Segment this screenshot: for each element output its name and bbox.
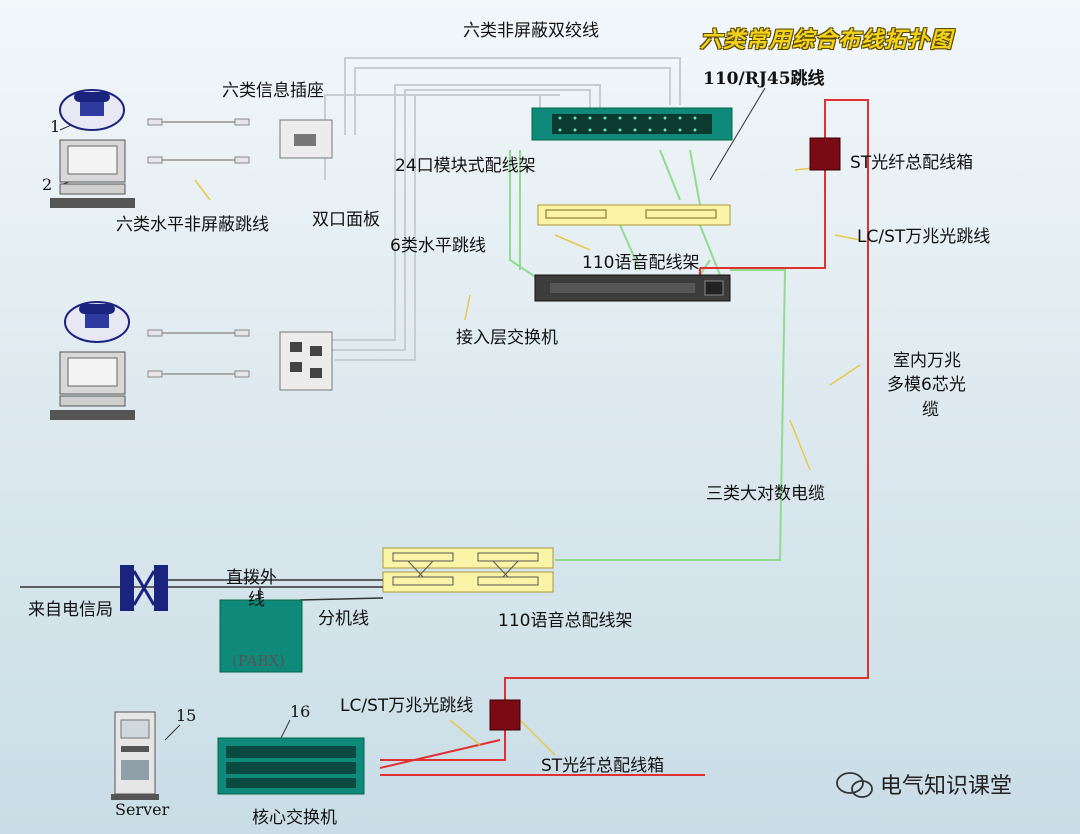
fiber-cables xyxy=(379,99,869,776)
core-switch xyxy=(217,737,365,795)
st-fiber-box-top xyxy=(809,137,841,171)
label-indoor-fiber-1: 室内万兆 xyxy=(893,351,961,371)
watermark-text: 电气知识课堂 xyxy=(880,774,1013,799)
label-indoor-fiber-3: 缆 xyxy=(922,400,939,420)
dual-faceplate xyxy=(279,331,333,391)
server-icon xyxy=(111,711,159,800)
telephone-icon xyxy=(64,301,130,343)
info-outlet xyxy=(279,119,333,159)
wechat-icon xyxy=(836,772,873,798)
label-lcst-top: LC/ST万兆光跳线 xyxy=(857,227,991,247)
label-cat6-h-patch: 六类水平非屏蔽跳线 xyxy=(116,215,269,235)
label-extension-line: 分机线 xyxy=(318,609,369,629)
voice-main-frame xyxy=(382,547,554,593)
label-voice-main-frame: 110语音总配线架 xyxy=(498,611,633,631)
label-lcst-bottom: LC/ST万兆光跳线 xyxy=(340,696,474,716)
label-cat6-h-cable: 6类水平跳线 xyxy=(390,236,486,256)
telecom-entrance-icon xyxy=(120,565,168,611)
callout-number-2: 2 xyxy=(42,175,53,194)
pabx-box xyxy=(219,599,303,673)
label-patch-panel-24: 24口模块式配线架 xyxy=(395,156,536,176)
st-fiber-box-bottom xyxy=(489,699,521,731)
callout-number-16: 16 xyxy=(290,702,311,721)
label-cat6-utp: 六类非屏蔽双绞线 xyxy=(463,21,599,41)
label-dual-faceplate: 双口面板 xyxy=(312,210,380,230)
label-pabx: (PABX) xyxy=(232,652,285,670)
computer-icon xyxy=(50,351,135,420)
callout-number-15: 15 xyxy=(176,706,197,725)
voice-patch-panel xyxy=(537,204,731,226)
label-st-fiber-box-top: ST光纤总配线箱 xyxy=(850,153,974,173)
label-rj45-patch: 110/RJ45跳线 xyxy=(703,69,825,89)
patch-panel-24 xyxy=(531,107,733,141)
access-switch xyxy=(534,274,731,302)
computer-icon xyxy=(50,139,135,208)
patch-panel-ports xyxy=(558,116,697,132)
label-indoor-fiber-2: 多模6芯光 xyxy=(887,375,966,395)
patch-cords xyxy=(150,121,245,375)
label-from-telecom: 来自电信局 xyxy=(28,600,113,620)
diagram-title: 六类常用综合布线拓扑图 xyxy=(700,28,954,53)
label-server: Server xyxy=(115,800,170,819)
label-access-switch: 接入层交换机 xyxy=(456,328,558,348)
leader-lines xyxy=(59,87,766,741)
label-direct-line-1: 直拨外 xyxy=(226,568,277,588)
callout-number-1: 1 xyxy=(50,117,61,136)
telecom-lines xyxy=(20,579,384,601)
label-core-switch: 核心交换机 xyxy=(252,808,337,828)
label-voice-frame: 110语音配线架 xyxy=(582,253,700,273)
label-st-fiber-box-bottom: ST光纤总配线箱 xyxy=(541,756,665,776)
label-cat3-cable: 三类大对数电缆 xyxy=(706,484,825,504)
label-direct-line-2: 线 xyxy=(248,590,265,610)
label-cat6-outlet: 六类信息插座 xyxy=(222,81,324,101)
telephone-icon xyxy=(59,89,125,131)
